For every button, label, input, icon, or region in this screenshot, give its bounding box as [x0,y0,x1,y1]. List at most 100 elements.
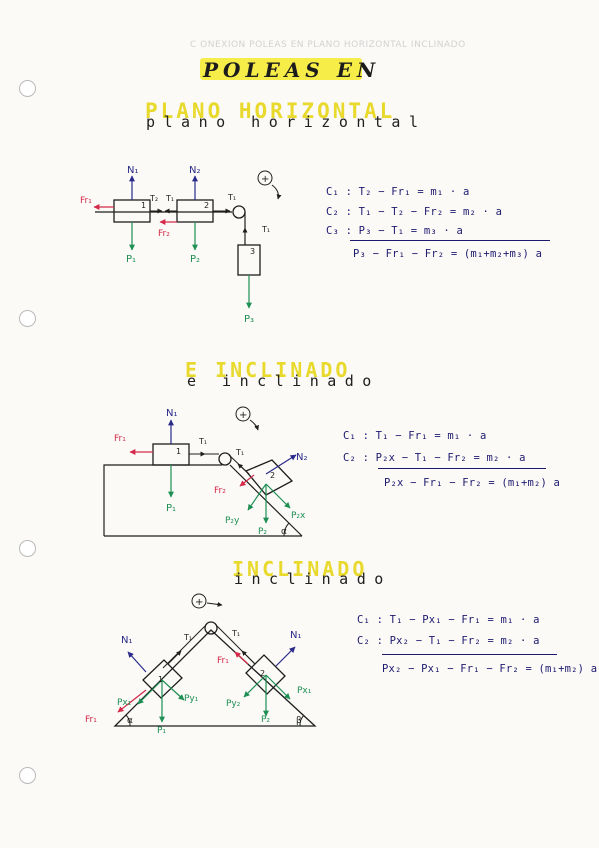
block-2 [244,459,294,496]
tension-arrow [167,650,182,665]
label-N1: N₁ [121,635,133,646]
equation-label: C₂ : [326,206,353,218]
label-P2y: P₂y [225,516,240,526]
binder-hole [19,767,36,784]
label-N1: N₁ [166,408,178,419]
label-alpha: α [281,527,287,537]
label-T2: T₂ [149,194,158,203]
normal-arrow-2 [275,646,296,667]
equation-1-3: C₃ : P₃ − T₁ = m₃ · a [326,225,463,237]
pulley [204,621,218,635]
label-P1: P₁ [157,726,166,736]
block-1 [152,443,190,466]
weight-x-arrow-1 [137,679,163,705]
label-P2x: P₂x [291,511,306,521]
label-Fr1: Fr₁ [114,434,126,444]
block-1-num: 1 [141,201,146,210]
sign-plus: + [195,597,203,608]
normal-arrow-2 [265,454,297,475]
rope [162,625,206,669]
label-beta: β [296,716,302,726]
pulley [232,205,246,219]
label-Fr1: Fr₁ [85,715,97,725]
equation-3-result: Px₂ − Px₁ − Fr₁ − Fr₂ = (m₁+m₂) a [382,663,598,675]
equation-label: C₁ : [357,614,384,626]
section-title-1a: POLEAS EN [203,58,381,82]
label-Px2: Px₁ [297,686,312,696]
equation-3-1: C₁ : T₁ − Px₁ − Fr₁ = m₁ · a [357,614,540,626]
label-P1: P₁ [126,254,136,265]
block-3 [237,244,261,276]
label-Fr2: Fr₂ [214,486,226,496]
label-P3: P₃ [244,314,254,325]
weight-y-arrow-2 [243,674,267,698]
section-title-3: inclinado [234,570,392,588]
sum-line [378,468,546,469]
equation-1-1: C₁ : T₂ − Fr₁ = m₁ · a [326,186,470,198]
label-Tb: T₁ [261,225,270,234]
normal-arrow-1 [127,651,147,673]
label-P1: P₁ [166,503,176,514]
equation-expr: P₃ − T₁ = m₃ · a [358,225,463,237]
weight-x-arrow [265,483,291,509]
label-N1: N₁ [127,165,139,176]
block-1-num: 1 [158,675,163,684]
binder-hole [19,80,36,97]
label-Fr2: Fr₁ [217,656,229,666]
block-3-num: 3 [250,247,255,256]
equation-1-2: C₂ : T₁ − T₂ − Fr₂ = m₂ · a [326,206,502,218]
equation-expr: T₂ − Fr₁ = m₁ · a [358,186,470,198]
title-ghost: E INCLINADO [185,358,351,382]
direction-arrow [271,184,282,200]
equation-expr: Px₂ − T₁ − Fr₂ = m₂ · a [389,635,540,647]
equation-expr: T₁ − T₂ − Fr₂ = m₂ · a [358,206,503,218]
label-N2: N₁ [290,630,302,641]
label-N2: N₂ [296,452,308,463]
tension-arrow [237,463,250,475]
direction-circle [235,406,251,422]
binder-hole [19,310,36,327]
label-P2: P₂ [258,527,267,537]
friction-arrow-2 [234,651,249,665]
label-T1: T₁ [165,194,174,203]
equation-label: C₂ : [343,452,370,464]
title-highlight [200,58,362,80]
direction-circle [191,593,207,609]
diagram-2: N₁ N₂ P₁ P₂ P₂x P₂y Fr₁ Fr₂ T₁ T₁ 1 2 α … [103,406,308,537]
equation-expr: P₂x − T₁ − Fr₂ = m₂ · a [375,452,526,464]
label-T1: T₁ [198,437,207,446]
equation-2-result: P₂x − Fr₁ − Fr₂ = (m₁+m₂) a [384,477,561,489]
block-1 [142,659,183,699]
sign-plus: + [239,410,247,421]
friction-arrow-2 [239,474,255,487]
label-P2: P₂ [261,715,270,725]
label-P2: P₂ [190,254,200,265]
equation-label: C₃ : [326,225,353,237]
label-T1: T₁ [183,633,192,642]
label-Fr1: Fr₁ [80,196,92,206]
direction-arrow [206,601,223,607]
tension-arrow [241,650,256,665]
angle-arc [283,522,290,537]
angle-arc-alpha [125,714,131,727]
diagram-1: N₁ N₂ P₁ P₂ P₃ Fr₁ Fr₂ T₂ T₁ T₁ T₁ 1 2 3… [80,165,282,325]
label-N2: N₂ [189,165,201,176]
equation-3-2: C₂ : Px₂ − T₁ − Fr₂ = m₂ · a [357,635,540,647]
title-ghost: PLANO HORIZONTAL [145,99,396,123]
label-T2: T₁ [231,629,240,638]
block-2-num: 2 [260,669,265,678]
angle-arc-beta [299,714,305,727]
section-title-1b: plano horizontal [146,113,427,131]
label-T2: T₁ [235,448,244,457]
equation-1-result: P₃ − Fr₁ − Fr₂ = (m₁+m₂+m₃) a [353,248,543,260]
direction-circle [257,170,273,186]
equation-label: C₁ : [343,430,370,442]
weight-x-arrow-2 [265,674,291,700]
bleed-through-text: C ONEXION POLEAS EN PLANO HORIZONTAL INC… [190,40,466,50]
equation-label: C₁ : [326,186,353,198]
label-Py1: Py₁ [184,694,199,704]
title-ghost: INCLINADO [232,557,368,581]
label-Py2: Py₂ [226,699,241,709]
